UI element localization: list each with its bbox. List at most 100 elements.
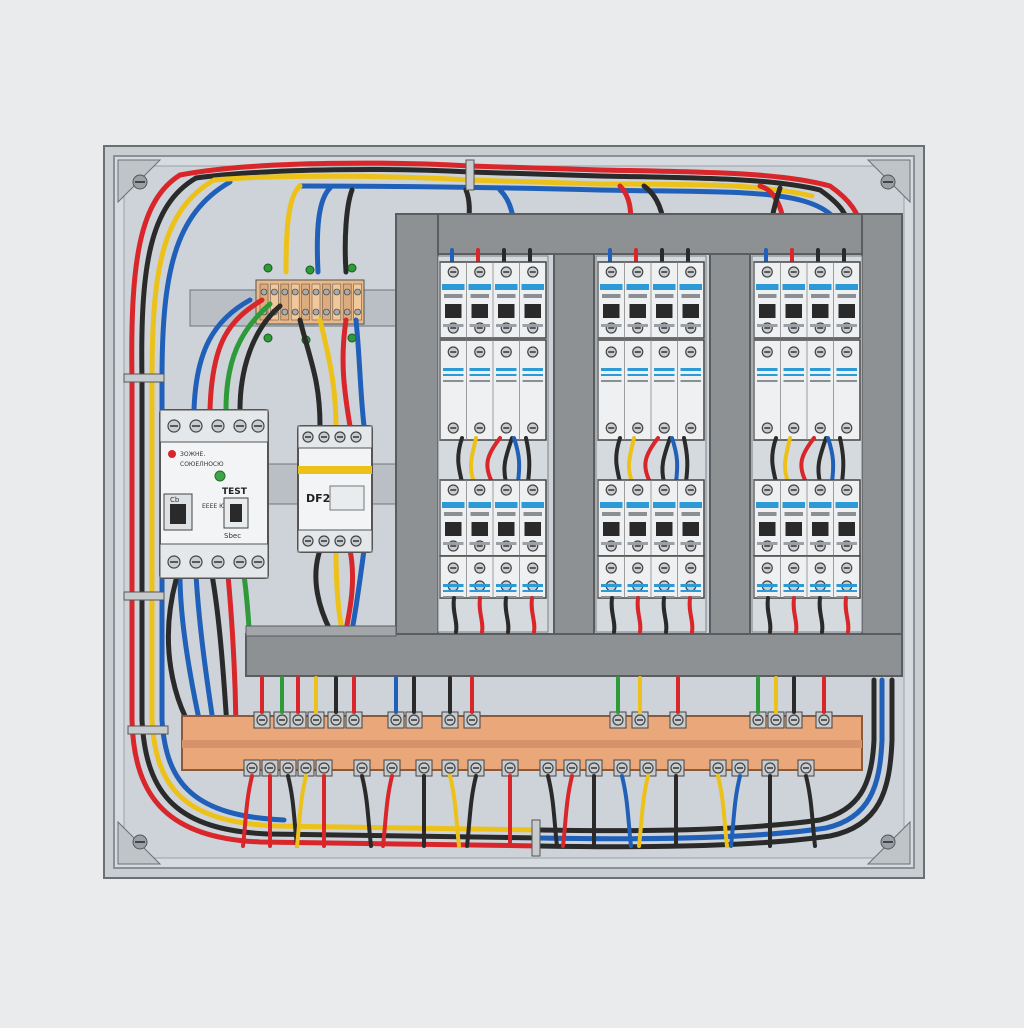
breaker-toggle — [682, 304, 699, 318]
breaker-toggle — [524, 304, 541, 318]
screw-icon — [632, 422, 644, 434]
screw-icon — [814, 346, 826, 358]
rcd-toggle[interactable] — [170, 504, 186, 524]
breaker-toggle — [524, 522, 541, 536]
screw-icon — [300, 762, 312, 774]
breaker-toggle — [445, 522, 462, 536]
screw-icon — [474, 562, 486, 574]
screw-icon — [251, 419, 265, 433]
screw-icon — [814, 484, 826, 496]
screw-icon — [566, 762, 578, 774]
breaker-toggle — [603, 522, 620, 536]
screw-icon — [866, 159, 911, 204]
breaker-module — [439, 479, 547, 557]
screw-icon — [764, 762, 776, 774]
screw-icon — [251, 555, 265, 569]
screw-icon — [612, 714, 624, 726]
screw-icon — [658, 346, 670, 358]
screw-icon — [761, 562, 773, 574]
screw-icon — [447, 266, 459, 278]
breaker-module — [753, 339, 861, 441]
screw-icon — [632, 562, 644, 574]
screw-icon — [814, 266, 826, 278]
screw-icon — [605, 422, 617, 434]
screw-icon — [447, 484, 459, 496]
ground-terminal — [347, 333, 357, 343]
test-label: TEST — [222, 487, 248, 497]
screw-icon — [527, 484, 539, 496]
screw-icon — [818, 714, 830, 726]
screw-icon — [474, 484, 486, 496]
rcd-label-line1: ЗОЖНЕ. — [180, 451, 205, 458]
screw-icon — [318, 762, 330, 774]
breaker-toggle — [759, 522, 776, 536]
breaker-module — [753, 479, 861, 557]
screw-icon — [841, 346, 853, 358]
screw-icon — [334, 535, 346, 547]
screw-icon — [390, 714, 402, 726]
screw-icon — [504, 762, 516, 774]
output-wires — [241, 676, 826, 848]
ground-terminal — [263, 263, 273, 273]
screw-icon — [761, 346, 773, 358]
screw-icon — [712, 762, 724, 774]
indicator-green — [214, 470, 226, 482]
breaker-toggle — [759, 304, 776, 318]
screw-icon — [788, 346, 800, 358]
screw-icon — [685, 266, 697, 278]
screw-icon — [527, 266, 539, 278]
breaker-toggle — [629, 304, 646, 318]
screw-icon — [264, 762, 276, 774]
screw-icon — [447, 422, 459, 434]
breaker-module — [597, 339, 705, 441]
breaker-module — [753, 555, 861, 599]
screw-icon — [761, 422, 773, 434]
ground-terminal — [347, 263, 357, 273]
screw-icon — [841, 562, 853, 574]
screw-icon — [658, 562, 670, 574]
breaker-module — [439, 339, 547, 441]
screw-icon — [466, 714, 478, 726]
screw-icon — [276, 714, 288, 726]
screw-icon — [474, 346, 486, 358]
screw-icon — [788, 562, 800, 574]
screw-icon — [634, 714, 646, 726]
breaker-module — [439, 261, 547, 339]
screw-icon — [292, 714, 304, 726]
breaker-module — [597, 555, 705, 599]
breaker-module — [597, 261, 705, 339]
screw-icon — [527, 346, 539, 358]
breaker-toggle — [812, 304, 829, 318]
ground-terminal — [263, 333, 273, 343]
screw-icon — [282, 762, 294, 774]
breaker-toggle — [838, 304, 855, 318]
breaker-toggle — [656, 522, 673, 536]
screw-icon — [356, 762, 368, 774]
screw-icon — [318, 535, 330, 547]
screw-icon — [350, 535, 362, 547]
screw-icon — [302, 431, 314, 443]
breaker-toggle — [498, 522, 515, 536]
screw-icon — [500, 484, 512, 496]
breaker-toggle — [471, 522, 488, 536]
breaker-toggle — [838, 522, 855, 536]
breaker-toggle — [629, 522, 646, 536]
screw-icon — [474, 266, 486, 278]
screw-icon — [685, 562, 697, 574]
screw-icon — [841, 422, 853, 434]
screw-icon — [348, 714, 360, 726]
screw-icon — [330, 714, 342, 726]
screw-icon — [788, 714, 800, 726]
rcd-bottom-right-label: Sbec — [224, 532, 241, 540]
screw-icon — [605, 346, 617, 358]
screw-icon — [632, 266, 644, 278]
terminal-block — [255, 263, 365, 345]
rcd-label-line2: СОЮЕЛНОСЮ — [180, 461, 224, 468]
screw-icon — [500, 422, 512, 434]
jumper-wires — [456, 436, 532, 484]
screw-icon — [189, 555, 203, 569]
screw-icon — [685, 346, 697, 358]
screw-icon — [334, 431, 346, 443]
jumper-wires — [770, 436, 846, 484]
